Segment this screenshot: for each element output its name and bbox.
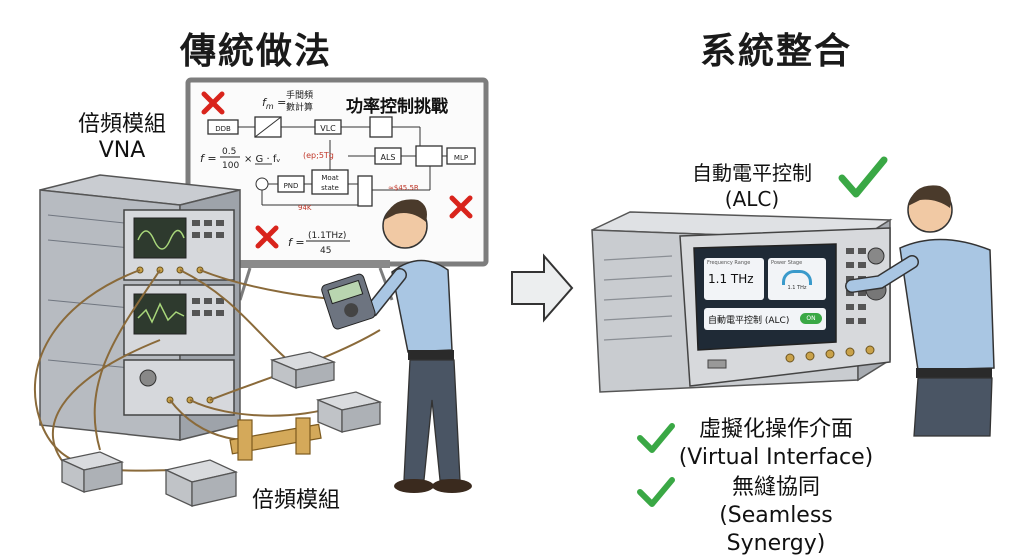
red-note-1: (ep;5Tg bbox=[303, 151, 334, 160]
whiteboard-title: 功率控制挑戰 bbox=[346, 97, 448, 117]
benefit-2-line2: (Seamless Synergy) bbox=[719, 503, 833, 556]
cross-icon bbox=[201, 91, 225, 115]
svg-text:100: 100 bbox=[222, 161, 239, 171]
alc-toggle[interactable]: ON bbox=[800, 313, 822, 324]
waveguides bbox=[229, 417, 322, 461]
power-card[interactable]: Power Stage 1.1 THz bbox=[768, 258, 826, 300]
vna-label: 倍頻模組 VNA bbox=[62, 112, 182, 164]
svg-text:× G · fᵥ: × G · fᵥ bbox=[244, 154, 281, 165]
freq-card[interactable]: Frequency Range 1.1 THz bbox=[704, 258, 764, 300]
block-moat: Moat bbox=[321, 174, 339, 182]
svg-text:fm =: fm = bbox=[262, 96, 286, 111]
alc-label-line1: 自動電平控制 bbox=[692, 161, 812, 185]
block-ddb: DDB bbox=[215, 125, 231, 133]
right-title: 系統整合 bbox=[700, 31, 853, 72]
alc-row[interactable]: 自動電平控制 (ALC) ON bbox=[704, 308, 826, 330]
alc-label: 自動電平控制 (ALC) bbox=[672, 160, 832, 212]
vna-label-line2: VNA bbox=[98, 138, 146, 163]
check-icon bbox=[838, 156, 888, 198]
benefit-virtual-interface: 虛擬化操作介面 (Virtual Interface) bbox=[676, 416, 876, 472]
block-vlc: VLC bbox=[320, 124, 336, 133]
svg-text:state: state bbox=[321, 184, 339, 192]
engineer-left bbox=[321, 199, 472, 493]
arrow-right-icon bbox=[511, 253, 574, 323]
fm-note-1: 手間頻 bbox=[286, 89, 313, 101]
cross-icon bbox=[255, 225, 279, 249]
engineer-right bbox=[845, 185, 995, 437]
benefit-1-line2: (Virtual Interface) bbox=[678, 445, 874, 470]
frequency-modules bbox=[59, 351, 383, 508]
svg-text:f =: f = bbox=[200, 152, 217, 165]
benefit-2-line1: 無縫協同 bbox=[731, 475, 820, 500]
svg-text:0.5: 0.5 bbox=[222, 147, 236, 157]
fm-note-2: 數計算 bbox=[286, 101, 313, 113]
cross-icon bbox=[449, 195, 473, 219]
block-als: ALS bbox=[380, 153, 395, 162]
freq-card-value: 1.1 THz bbox=[708, 272, 754, 286]
check-icon bbox=[637, 477, 675, 507]
alc-row-label: 自動電平控制 (ALC) bbox=[708, 316, 790, 326]
gauge-icon bbox=[782, 270, 812, 285]
instrument-screen[interactable]: Frequency Range 1.1 THz Power Stage 1.1 … bbox=[702, 254, 830, 342]
freq-card-label: Frequency Range bbox=[707, 260, 751, 266]
red-note-2: ≈$45.5R bbox=[388, 184, 419, 192]
svg-text:f =: f = bbox=[288, 236, 305, 249]
alc-label-line2: (ALC) bbox=[724, 187, 780, 211]
benefit-1-line1: 虛擬化操作介面 bbox=[698, 417, 853, 442]
red-note-3: 94K bbox=[298, 204, 312, 212]
block-mlp: MLP bbox=[454, 154, 468, 162]
svg-text:45: 45 bbox=[320, 246, 331, 256]
power-card-value: 1.1 THz bbox=[787, 285, 807, 291]
vna-rack bbox=[39, 174, 241, 441]
left-title: 傳統做法 bbox=[180, 31, 333, 72]
vna-label-line1: 倍頻模組 bbox=[77, 112, 166, 137]
check-icon bbox=[637, 423, 675, 453]
benefit-seamless-synergy: 無縫協同 (Seamless Synergy) bbox=[672, 474, 880, 558]
power-card-label: Power Stage bbox=[771, 260, 803, 266]
svg-text:(1.1THz): (1.1THz) bbox=[308, 231, 346, 241]
module-bottom-label: 倍頻模組 bbox=[251, 488, 340, 513]
block-pnd: PND bbox=[284, 182, 299, 190]
